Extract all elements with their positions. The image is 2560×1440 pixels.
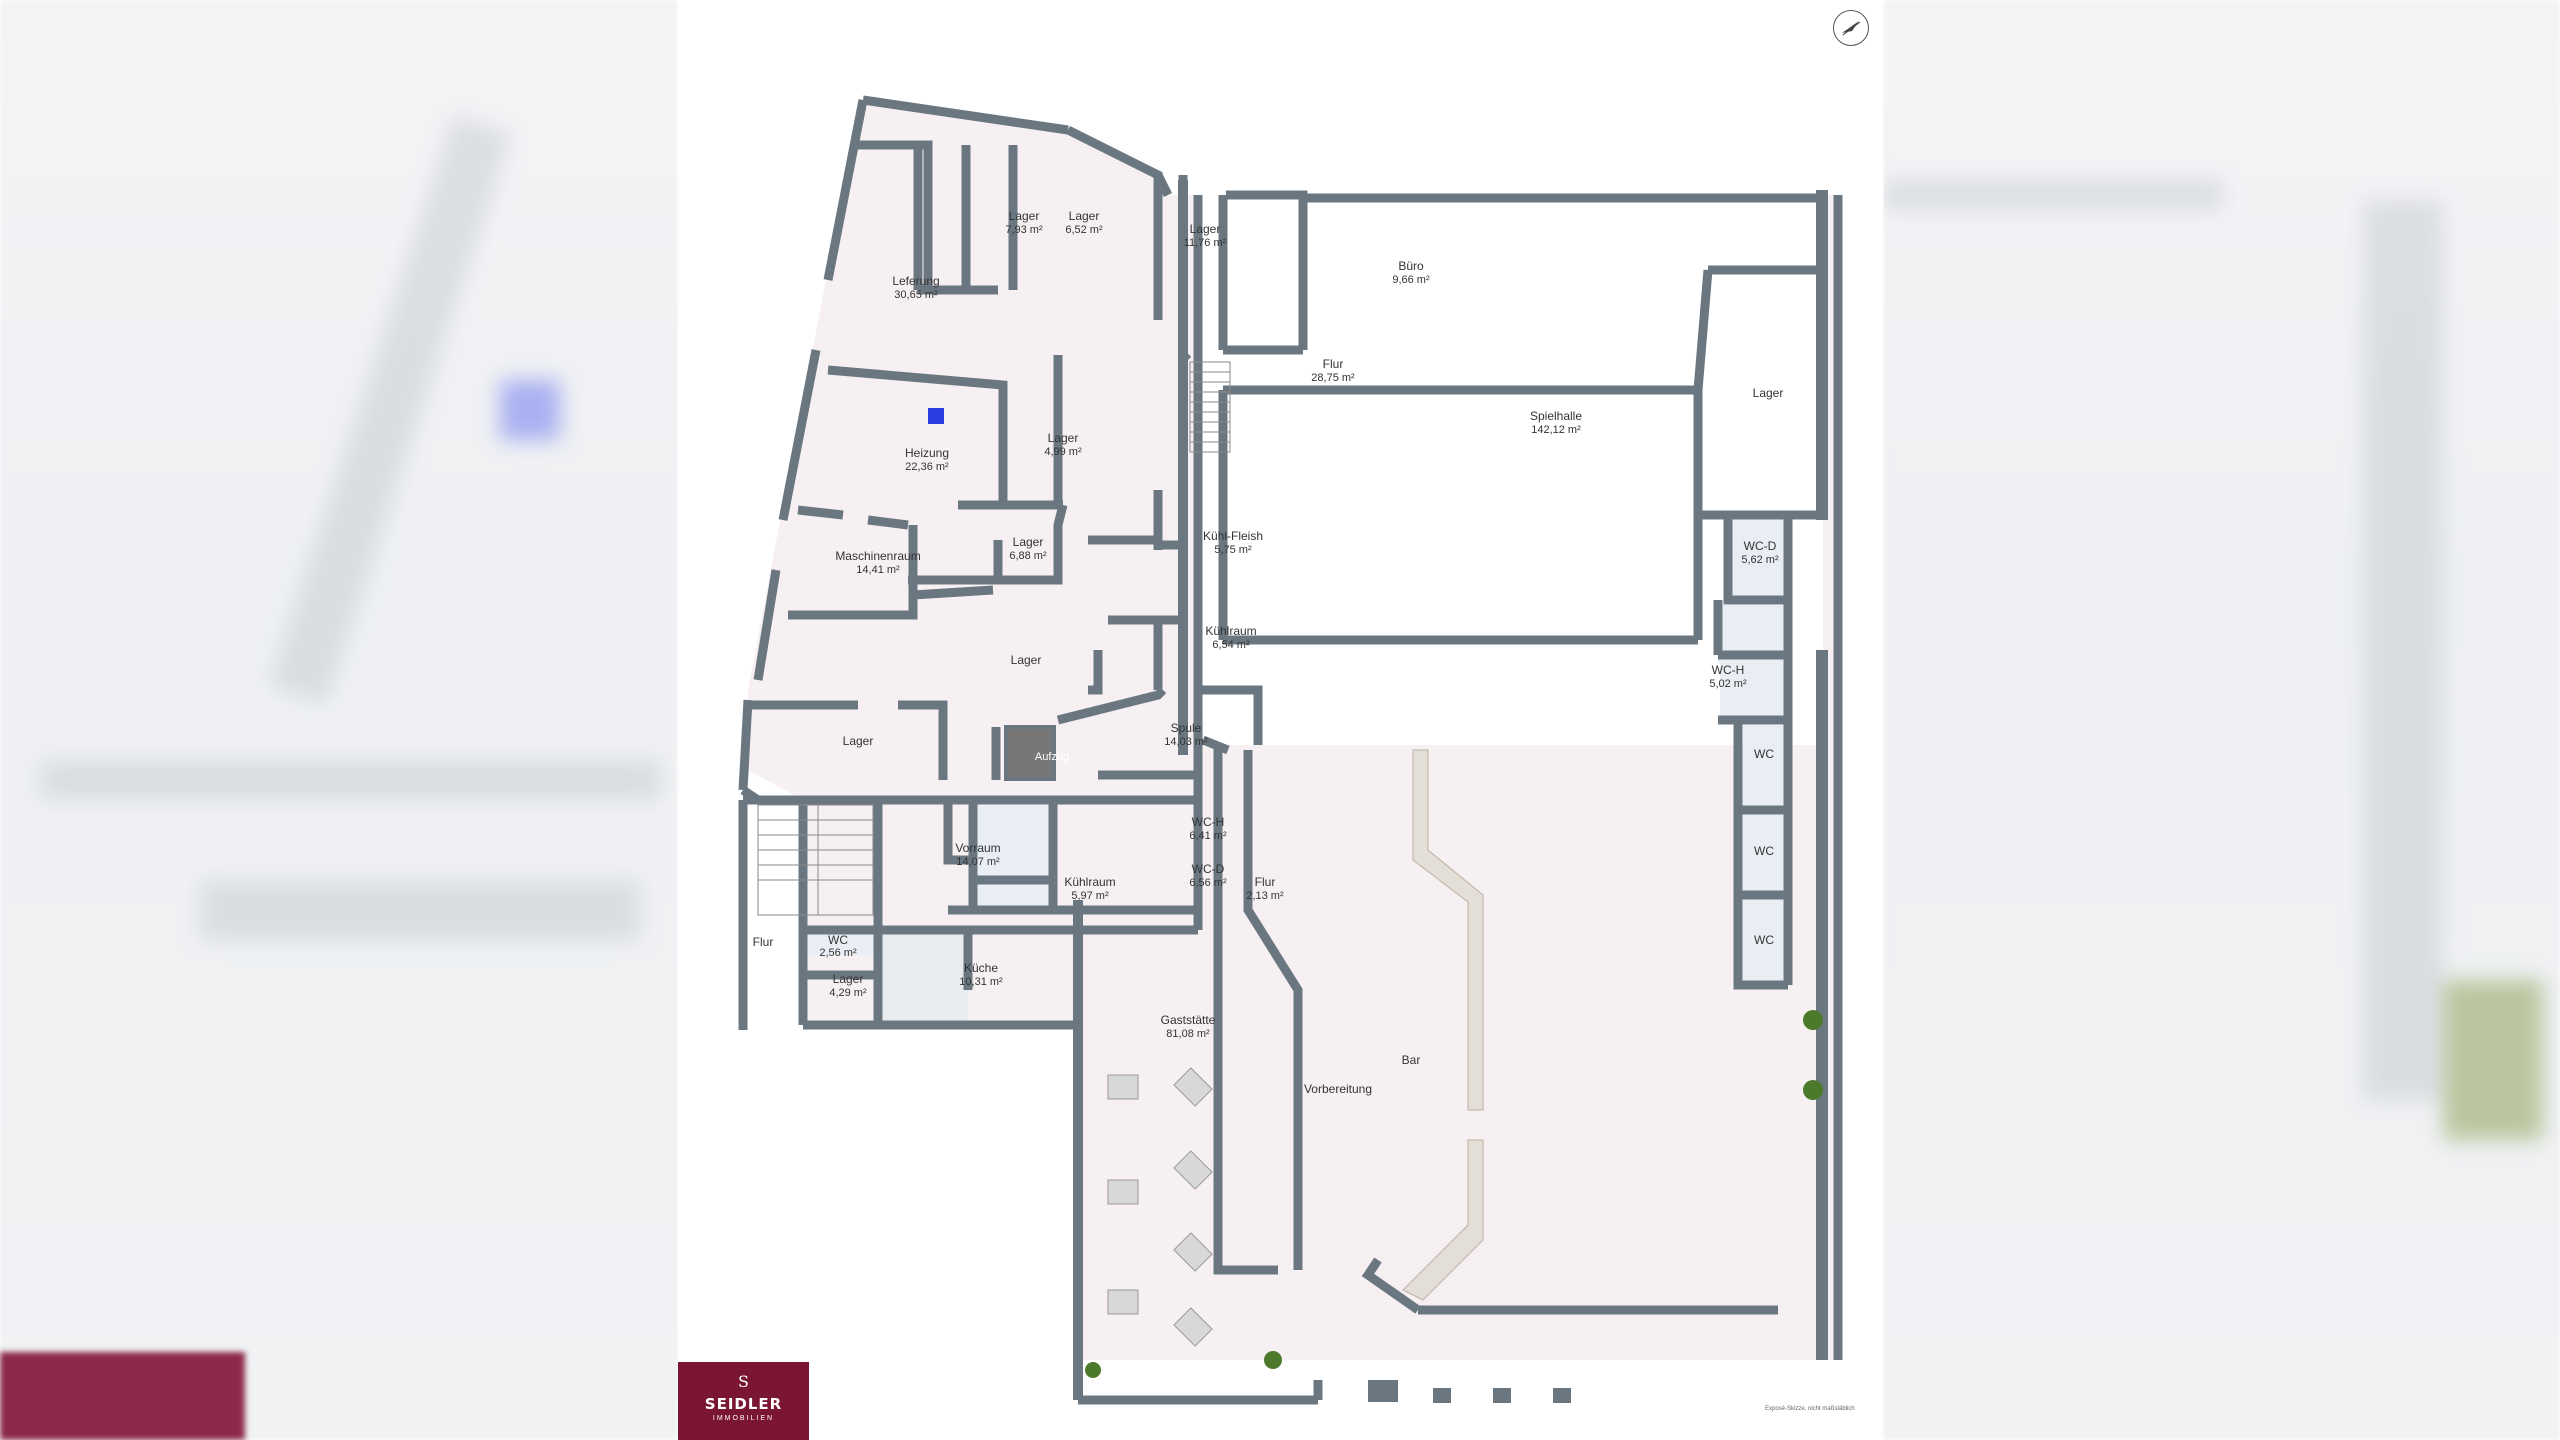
room-name: Vorraum [955, 841, 1000, 855]
stairs-left [757, 804, 874, 916]
room-name: Gaststätte [1161, 1013, 1216, 1027]
blurred-backdrop-left [0, 0, 678, 1440]
floor-areas [748, 100, 1838, 1360]
room-area: 5,02 m² [1709, 678, 1747, 690]
room-area: 6,56 m² [1189, 877, 1227, 889]
walls [738, 95, 1843, 1405]
outer-right-wall [1073, 180, 1828, 1400]
stairs-top [1189, 361, 1231, 453]
dining-tables [1107, 1067, 1213, 1347]
room-name: Maschinenraum [835, 549, 920, 563]
room-name: Lager [1753, 386, 1784, 400]
heating-unit [928, 408, 944, 424]
room-name: WC [1754, 933, 1774, 947]
brand-mark: S [738, 1372, 749, 1391]
room-area: 6,52 m² [1065, 224, 1103, 236]
room-name: Heizung [905, 446, 949, 460]
room-name: Lager [843, 734, 874, 748]
room-area: 14,41 m² [856, 564, 900, 576]
room-area: 14,07 m² [956, 856, 1000, 868]
pillars [1368, 1380, 1571, 1403]
room-name: Spule [1171, 721, 1202, 735]
room-area: 4,99 m² [1044, 446, 1082, 458]
room-area: 11,76 m² [1184, 237, 1227, 249]
room-area: 5,75 m² [1214, 544, 1252, 556]
room-name: Lager [833, 972, 864, 986]
room-area: 14,03 m² [1164, 736, 1208, 748]
room-name: Lager [1013, 535, 1044, 549]
room-name: Lager [1190, 222, 1221, 236]
room-name: Küche [964, 961, 998, 975]
brand-name: SEIDLER [704, 1395, 783, 1413]
room-area: 28,75 m² [1311, 372, 1355, 384]
room-name: Lager [1009, 209, 1040, 223]
room-name: WC-D [1192, 862, 1225, 876]
room-name: Vorbereitung [1304, 1082, 1372, 1096]
bar-counter [1402, 749, 1484, 1301]
room-name: WC-D [1744, 539, 1777, 553]
room-area: 2,56 m² [819, 947, 857, 959]
room-name: WC [1754, 747, 1774, 761]
room-area: 142,12 m² [1531, 424, 1581, 436]
room-area: 6,41 m² [1189, 830, 1227, 842]
aufzug-label: Aufzug [1035, 751, 1069, 763]
north-arrow-icon [1833, 10, 1869, 46]
blurred-backdrop-right [1883, 0, 2560, 1440]
seidler-logo: S SEIDLER IMMOBILIEN [678, 1362, 809, 1440]
room-area: 22,36 m² [905, 461, 949, 473]
room-name: Spielhalle [1530, 409, 1582, 423]
floor-plan-svg: Leferung 30,65 m² Lager 7,93 m² Lager 6,… [738, 95, 1843, 1405]
room-name: Flur [1323, 357, 1344, 371]
blurred-brand-strip [0, 1352, 245, 1440]
room-area: 7,93 m² [1005, 224, 1043, 236]
floor-plan: Leferung 30,65 m² Lager 7,93 m² Lager 6,… [678, 0, 1883, 1440]
room-name: WC [1754, 844, 1774, 858]
room-area: 81,08 m² [1166, 1028, 1210, 1040]
wet-areas [806, 515, 1788, 985]
room-name: Flur [753, 935, 774, 949]
room-name: Büro [1398, 259, 1424, 273]
room-name: Kühlraum [1205, 624, 1256, 638]
room-name: Kühlraum [1064, 875, 1115, 889]
room-name: Leferung [892, 274, 939, 288]
room-name: Lager [1048, 431, 1079, 445]
brand-sub: IMMOBILIEN [712, 1415, 775, 1422]
room-area: 30,65 m² [894, 289, 938, 301]
room-area: 10,31 m² [959, 976, 1003, 988]
room-name: Flur [1255, 875, 1276, 889]
kitchen-floor [878, 930, 968, 1025]
room-area: 2,13 m² [1246, 890, 1284, 902]
room-name: Lager [1069, 209, 1100, 223]
room-area: 6,54 m² [1212, 639, 1250, 651]
room-name: WC [828, 933, 848, 947]
disclaimer-text: Exposé-Skizze, nicht maßstäblich [1765, 1406, 1855, 1412]
plants [1085, 1010, 1823, 1378]
room-area: 5,62 m² [1741, 554, 1779, 566]
room-name: Kühl-Fleish [1203, 529, 1263, 543]
room-name: WC-H [1192, 815, 1225, 829]
room-area: 5,97 m² [1071, 890, 1109, 902]
room-area: 9,66 m² [1392, 274, 1430, 286]
room-area: 6,88 m² [1009, 550, 1047, 562]
room-name: Lager [1011, 653, 1042, 667]
room-area: 4,29 m² [829, 987, 867, 999]
room-name: Bar [1402, 1053, 1421, 1067]
room-name: WC-H [1712, 663, 1745, 677]
room-labels: Leferung 30,65 m² Lager 7,93 m² Lager 6,… [753, 209, 1784, 1096]
